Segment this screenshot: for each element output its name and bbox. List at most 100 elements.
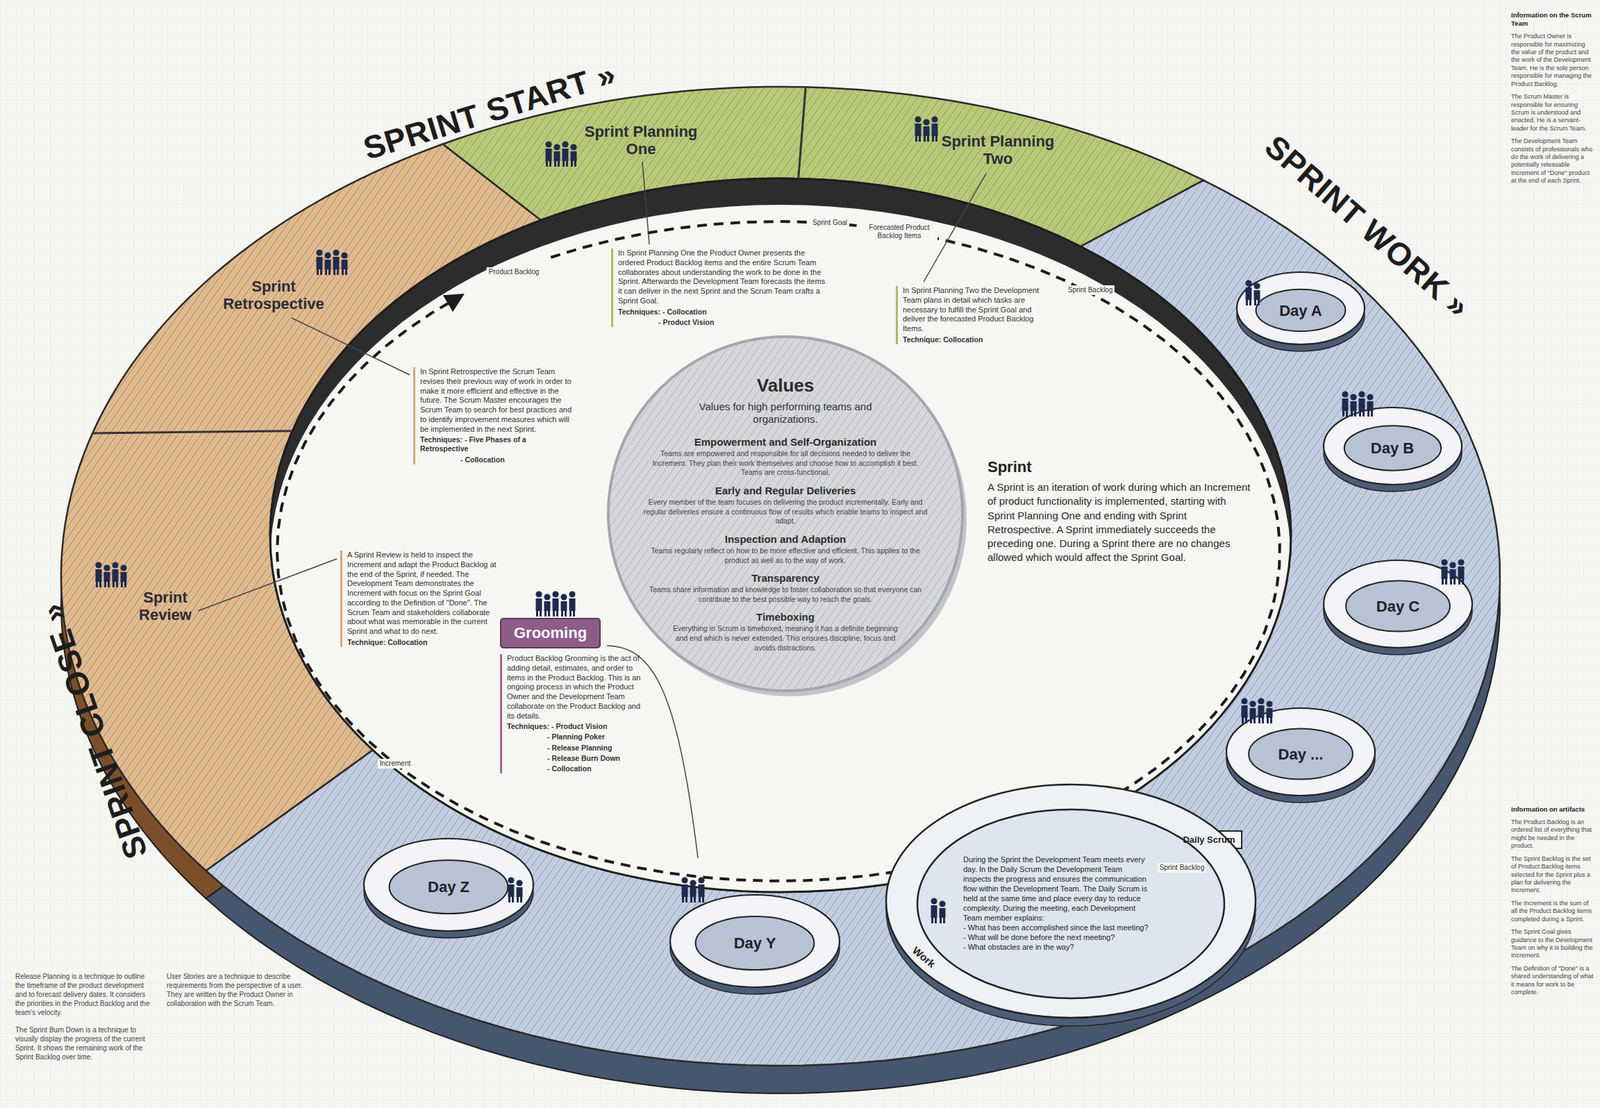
label-group: Product Backlog: [486, 267, 542, 278]
person-head: [568, 590, 575, 598]
callout-text: A Sprint Review is held to inspect the I…: [347, 550, 499, 637]
callout-text: - Collocation: [506, 764, 650, 774]
label-group: In Sprint Planning Two the Development T…: [895, 286, 1056, 345]
stage-band: Sprint Retrospective: [211, 278, 337, 313]
person-body: [1245, 287, 1253, 306]
people-icon: [914, 115, 938, 142]
people-icon: [315, 249, 348, 275]
side-note: The Scrum Master is responsible for ensu…: [1511, 93, 1595, 133]
person-head: [931, 115, 938, 123]
label-group: In Sprint Retrospective the Scrum Team r…: [413, 367, 573, 465]
leader-line: [197, 559, 337, 612]
person-body: [104, 572, 111, 588]
callout-text: Techniques: - Product Vision: [506, 722, 650, 732]
person-body: [341, 259, 348, 275]
people-icon: [930, 897, 946, 924]
day-circle: Day B: [1321, 405, 1464, 493]
values-text: Teams regularly reflect on how to be mor…: [639, 546, 932, 566]
person-body: [939, 908, 946, 924]
day-rim: [363, 838, 534, 932]
person-head: [111, 561, 119, 569]
people-icon: [1341, 390, 1373, 417]
label-group: Sprint Goal: [810, 218, 850, 228]
person-body: [95, 569, 103, 588]
callout-text: Product Backlog Grooming is the act of a…: [506, 654, 650, 721]
person-body: [1450, 569, 1457, 585]
values-text: Every member of the team focuses on deli…: [639, 497, 932, 527]
values-text: Values for high performing teams and org…: [691, 400, 880, 428]
section-heading: SPRINT WORK »: [1257, 127, 1478, 326]
person-head: [1265, 700, 1273, 707]
day-center: [389, 859, 509, 914]
side-note: Information on the Scrum Team: [1511, 11, 1595, 28]
people-icon: [1245, 279, 1260, 306]
leader-line: [291, 318, 410, 375]
person-head: [689, 879, 696, 887]
label-group: Sprint Backlog: [1065, 285, 1115, 296]
person-body: [1458, 566, 1465, 585]
person-head: [914, 115, 921, 123]
artifact-label: Sprint Backlog: [1065, 285, 1115, 296]
people-icon: [681, 877, 705, 903]
people-icon: [95, 561, 127, 588]
people-icon: [535, 590, 575, 617]
person-head: [1249, 700, 1256, 707]
stage-band: Sprint Planning One: [581, 123, 700, 158]
person-body: [923, 126, 930, 142]
side-note: The Product Owner is responsible for max…: [1511, 32, 1595, 89]
callout-text: - Planning Poker: [506, 732, 650, 742]
label-group: Increment: [377, 759, 413, 769]
person-body: [1350, 401, 1357, 417]
person-head: [515, 879, 523, 887]
person-head: [552, 590, 559, 598]
person-body: [1342, 398, 1349, 417]
person-head: [1240, 697, 1248, 705]
person-head: [570, 143, 577, 150]
person-head: [1257, 697, 1264, 705]
person-body: [561, 601, 568, 617]
label-group: User Stories are a technique to describe…: [166, 972, 313, 1017]
callout-text: Techniques: - Five Phases of a Retrospec…: [420, 435, 573, 454]
label-group: Information on artifactsThe Product Back…: [1511, 805, 1595, 1003]
callout-text: Technique: Collocation: [347, 638, 499, 648]
day-label: Day ...: [1278, 745, 1324, 764]
person-body: [544, 601, 551, 617]
values-text: Empowerment and Self-Organization: [694, 436, 878, 448]
day-label: Day Y: [734, 934, 777, 953]
person-head: [681, 877, 688, 884]
grooming-label: Grooming: [513, 624, 587, 643]
day-circle: Day A: [1234, 270, 1367, 353]
technique-note: Release Planning is a technique to outli…: [15, 972, 155, 1018]
label-group: Product Backlog Grooming is the act of a…: [500, 654, 650, 774]
artifact-label: Sprint Goal: [810, 218, 850, 228]
day-label: Day C: [1376, 597, 1420, 616]
artifact-label: Product Backlog: [486, 267, 542, 278]
values-text: Values: [756, 375, 814, 397]
person-body: [1266, 708, 1273, 724]
person-body: [316, 256, 323, 275]
label-group: SPRINT CLOSE »: [32, 598, 155, 864]
label-group: Sprint Backlog: [1157, 863, 1207, 873]
person-body: [1258, 705, 1265, 724]
ring-center: [917, 809, 1225, 999]
side-note: The Sprint Goal gives guidance to the De…: [1511, 928, 1595, 961]
person-head: [1358, 390, 1365, 398]
day-rim: [670, 895, 840, 988]
people-icon: [545, 140, 577, 167]
label-group: In Sprint Planning One the Product Owner…: [611, 248, 827, 328]
person-body: [1359, 398, 1366, 417]
person-head: [1253, 282, 1260, 289]
callout-text: In Sprint Retrospective the Scrum Team r…: [420, 367, 573, 435]
side-note: The Definition of "Done" is a shared und…: [1511, 965, 1595, 998]
person-body: [931, 905, 938, 924]
stage-label: Sprint Planning Two: [938, 133, 1057, 168]
callout-text: In Sprint Planning Two the Development T…: [902, 286, 1056, 335]
daily-scrum-text: During the Sprint the Development Team m…: [963, 855, 1151, 924]
stage-label: Sprint Planning One: [581, 123, 700, 158]
day-rim: [1226, 708, 1375, 796]
daily-scrum-label: Daily Scrum: [1182, 834, 1235, 846]
person-head: [315, 249, 323, 256]
day-label: Day B: [1370, 439, 1414, 458]
person-head: [545, 140, 552, 148]
